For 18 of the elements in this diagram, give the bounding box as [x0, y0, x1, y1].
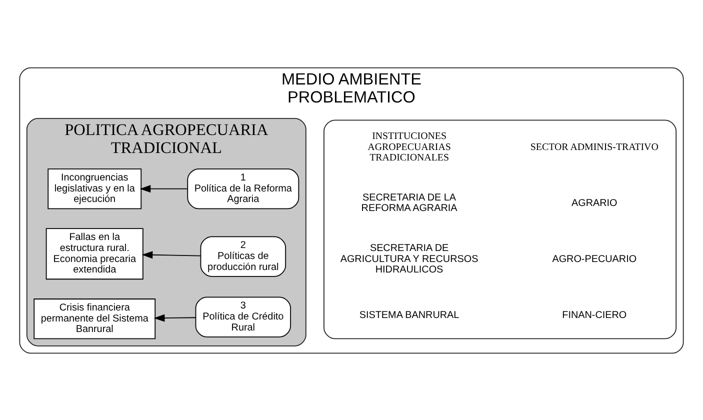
node-text: AGRARIO: [572, 197, 618, 208]
arrow: [142, 250, 201, 258]
node-box: 1 Política de la Reforma Agraria: [187, 168, 300, 209]
arrow: [154, 314, 196, 322]
node-box: Fallas en la estructura rural. Economia precaria extendida: [46, 228, 144, 280]
arrow: [140, 184, 188, 192]
node-text: INSTITUCIONES AGROPECUARIAS TRADICIONALES: [368, 130, 451, 164]
node-box: Crisis financiera permanente del Sistema Banrural: [34, 298, 156, 339]
node-text: SISTEMA BANRURAL: [359, 309, 460, 320]
node-text: AGRO-PECUARIO: [552, 253, 637, 264]
node-text: FINAN-CIERO: [562, 309, 627, 320]
node-box: Incongruencias legislativas y en la ejecución: [48, 168, 142, 209]
node-box: 2 Políticas de producción rural: [200, 236, 286, 276]
node-text: SECRETARIA DE AGRICULTURA Y RECURSOS HIDRAULICOS: [340, 242, 478, 276]
node-text: SECRETARIA DE LA REFORMA AGRARIA: [361, 192, 458, 214]
cluster: [324, 119, 677, 339]
node-text: SECTOR ADMINIS-TRATIVO: [530, 141, 658, 152]
node-box: 3 Política de Crédito Rural: [195, 296, 291, 337]
